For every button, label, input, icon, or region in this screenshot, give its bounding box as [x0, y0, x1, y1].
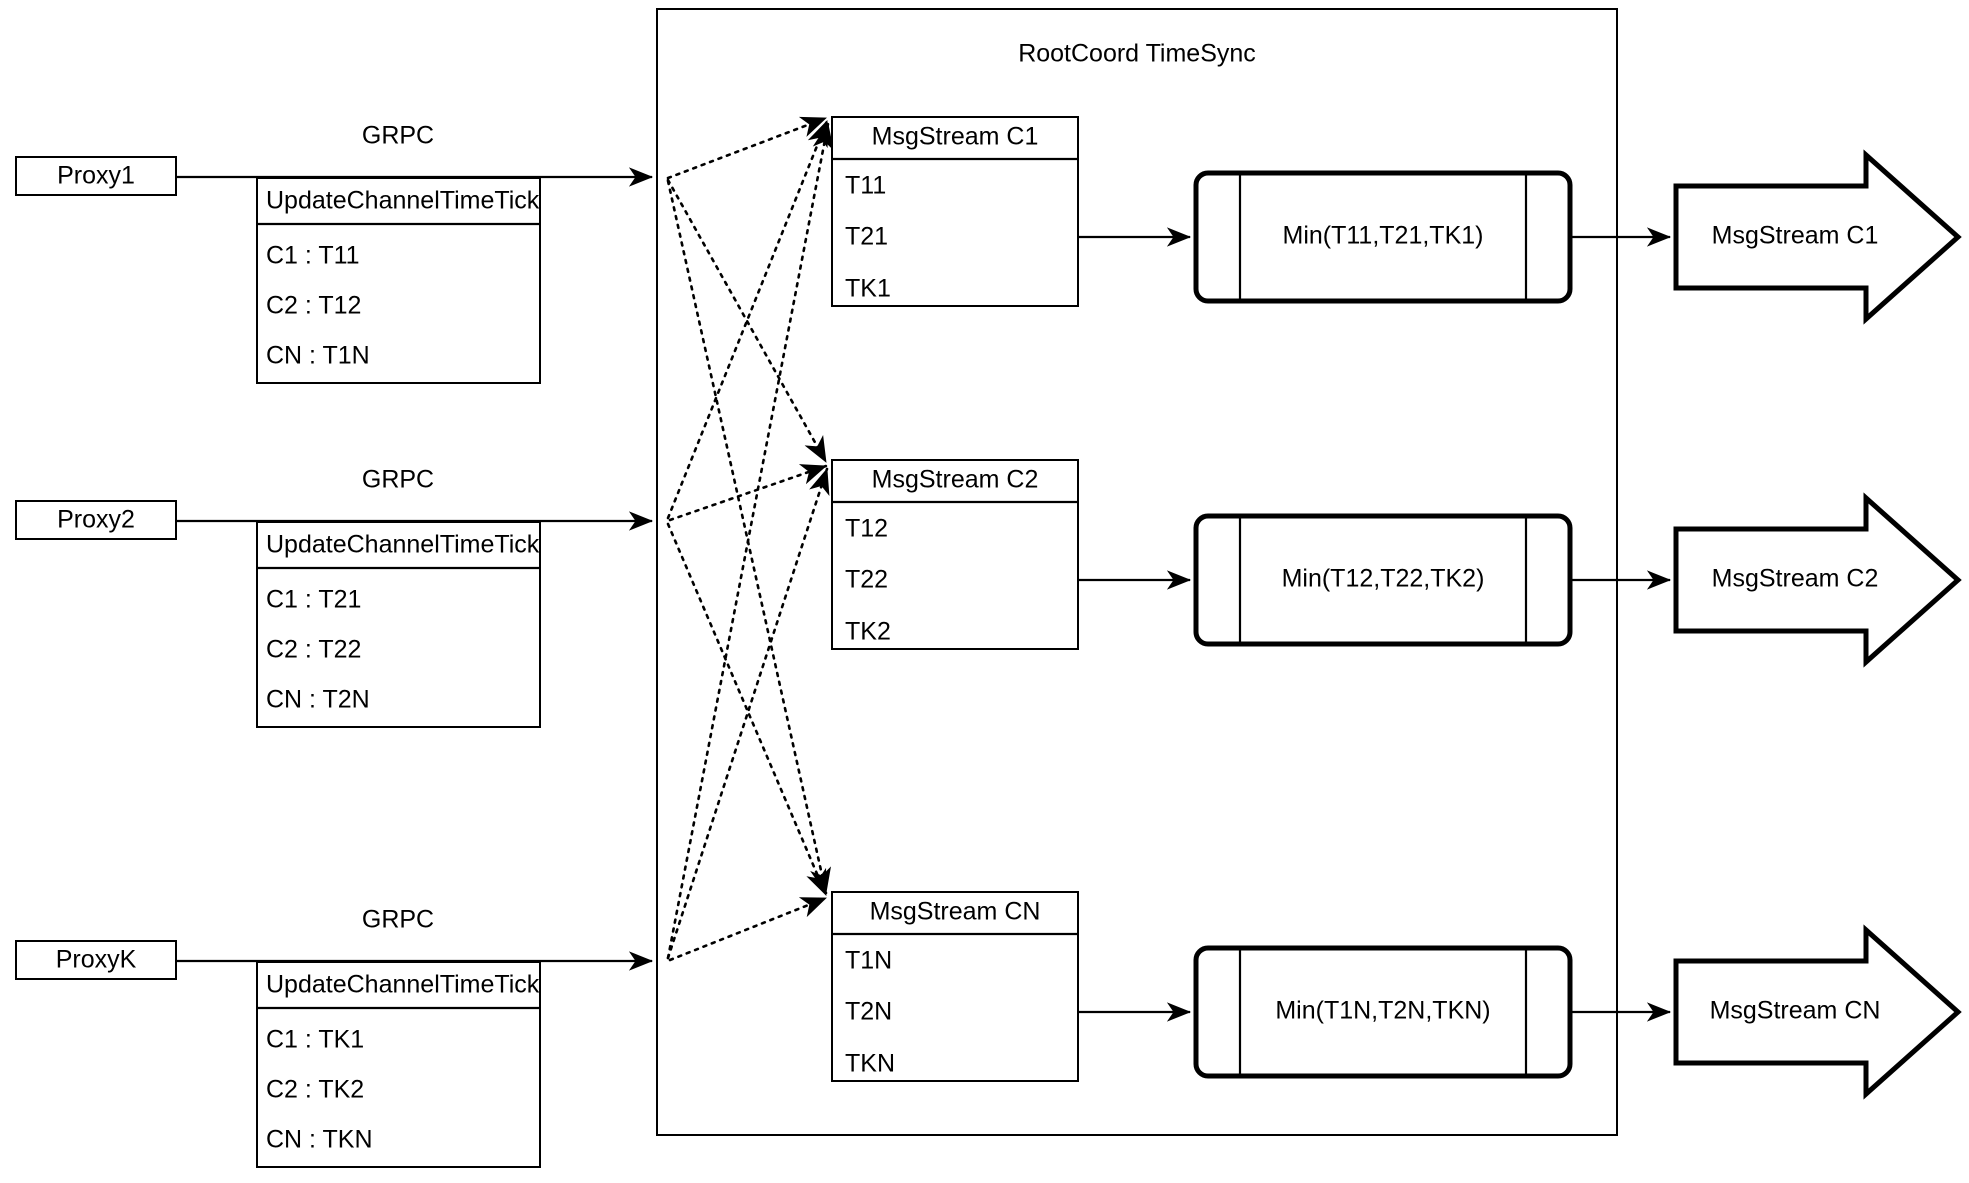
output-label-3: MsgStream CN — [1710, 997, 1881, 1025]
spec-row-2-0: C1 : T21 — [266, 586, 361, 614]
msgstream-tick-3-2: TKN — [845, 1050, 895, 1078]
grpc-label-1: GRPC — [362, 122, 434, 150]
msgstream-header-1: MsgStream C1 — [872, 123, 1039, 151]
proxy-box-3[interactable]: ProxyK — [15, 940, 177, 980]
msgstream-tick-2-1: T22 — [845, 566, 888, 594]
msgstream-box-2: MsgStream C2 T12 T22 TK2 — [831, 459, 1079, 650]
spec-header-3: UpdateChannelTimeTick — [266, 971, 540, 999]
msgstream-box-3: MsgStream CN T1N T2N TKN — [831, 891, 1079, 1082]
proxy-box-1[interactable]: Proxy1 — [15, 156, 177, 196]
min-label-2: Min(T12,T22,TK2) — [1282, 565, 1485, 593]
dispatch-line-p1-c2 — [666, 178, 828, 464]
spec-row-1-2: CN : T1N — [266, 342, 370, 370]
proxy-row-1: Proxy1 GRPC UpdateChannelTimeTick C1 : T… — [15, 122, 654, 384]
msgstream-header-3: MsgStream CN — [870, 898, 1041, 926]
frame-title: RootCoord TimeSync — [1018, 40, 1256, 68]
min-label-3: Min(T1N,T2N,TKN) — [1275, 997, 1490, 1025]
channel-row-3: MsgStream CN T1N T2N TKN Min(T1N,T2N,TKN… — [831, 891, 1962, 1100]
msgstream-tick-2-0: T12 — [845, 515, 888, 543]
msgstream-tick-3-1: T2N — [845, 998, 892, 1026]
msgstream-tick-1-0: T11 — [845, 172, 886, 200]
dispatch-line-p2-cn — [666, 522, 828, 897]
msgstream-box-1: MsgStream C1 T11 T21 TK1 — [831, 116, 1079, 307]
proxy-label-3: ProxyK — [56, 946, 137, 974]
output-arrow-1: MsgStream C1 — [1673, 149, 1962, 325]
channel-row-2: MsgStream C2 T12 T22 TK2 Min(T12,T22,TK2… — [831, 459, 1962, 668]
output-label-2: MsgStream C2 — [1712, 565, 1879, 593]
spec-row-3-1: C2 : TK2 — [266, 1076, 364, 1104]
timetick-dispatch-lines — [666, 116, 834, 962]
spec-box-1: UpdateChannelTimeTick C1 : T11 C2 : T12 … — [256, 177, 541, 384]
spec-row-2-2: CN : T2N — [266, 686, 370, 714]
dispatch-line-p1-c1 — [666, 116, 828, 180]
msgstream-tick-3-0: T1N — [845, 947, 892, 975]
min-process-box-2: Min(T12,T22,TK2) — [1193, 513, 1573, 647]
spec-row-1-1: C2 : T12 — [266, 292, 361, 320]
dispatch-line-p3-c1 — [666, 122, 834, 960]
min-process-box-1: Min(T11,T21,TK1) — [1193, 170, 1573, 304]
dispatch-line-p2-c1 — [666, 119, 829, 520]
dispatch-line-p3-cn — [668, 896, 828, 962]
spec-box-3: UpdateChannelTimeTick C1 : TK1 C2 : TK2 … — [256, 961, 541, 1168]
spec-box-2: UpdateChannelTimeTick C1 : T21 C2 : T22 … — [256, 521, 541, 728]
grpc-label-2: GRPC — [362, 466, 434, 494]
proxy-label-2: Proxy2 — [57, 506, 135, 534]
grpc-label-3: GRPC — [362, 906, 434, 934]
channel-row-1: MsgStream C1 T11 T21 TK1 Min(T11,T21,TK1… — [831, 116, 1962, 325]
spec-header-1: UpdateChannelTimeTick — [266, 187, 540, 215]
proxy-row-2: Proxy2 GRPC UpdateChannelTimeTick C1 : T… — [15, 466, 654, 728]
proxy-label-1: Proxy1 — [57, 162, 135, 190]
msgstream-tick-1-1: T21 — [845, 223, 888, 251]
proxy-row-3: ProxyK GRPC UpdateChannelTimeTick C1 : T… — [15, 906, 654, 1168]
dispatch-line-p2-c2 — [668, 464, 828, 522]
spec-row-2-1: C2 : T22 — [266, 636, 361, 664]
msgstream-header-2: MsgStream C2 — [872, 466, 1039, 494]
output-label-1: MsgStream C1 — [1712, 222, 1879, 250]
spec-row-3-0: C1 : TK1 — [266, 1026, 364, 1054]
output-arrow-3: MsgStream CN — [1673, 924, 1962, 1100]
msgstream-tick-1-2: TK1 — [845, 275, 891, 303]
min-label-1: Min(T11,T21,TK1) — [1283, 222, 1484, 250]
spec-row-3-2: CN : TKN — [266, 1126, 373, 1154]
spec-header-2: UpdateChannelTimeTick — [266, 531, 540, 559]
proxy-box-2[interactable]: Proxy2 — [15, 500, 177, 540]
min-process-box-3: Min(T1N,T2N,TKN) — [1193, 945, 1573, 1079]
msgstream-tick-2-2: TK2 — [845, 618, 891, 646]
spec-row-1-0: C1 : T11 — [266, 242, 360, 270]
output-arrow-2: MsgStream C2 — [1673, 492, 1962, 668]
